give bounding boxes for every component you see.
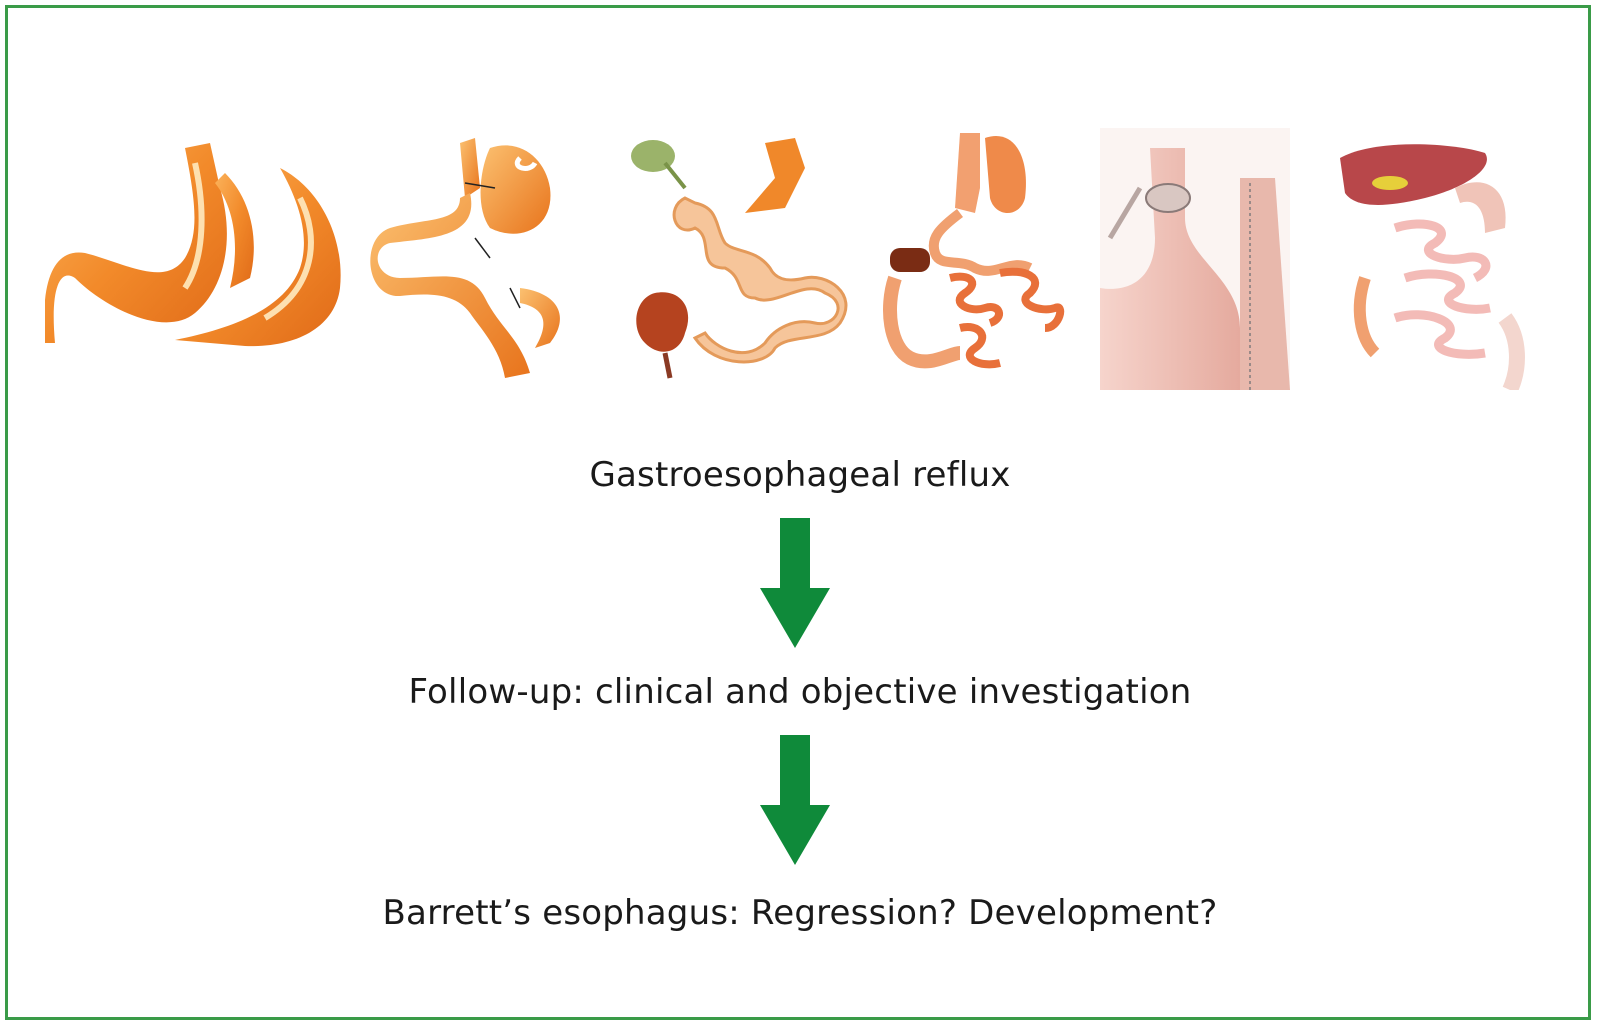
down-arrow-icon xyxy=(760,735,830,865)
duodenal-switch-icon xyxy=(880,128,1070,390)
step-barretts-esophagus: Barrett’s esophagus: Regression? Develop… xyxy=(382,893,1218,933)
mini-gastric-bypass-icon xyxy=(1335,128,1535,390)
gastric-band-icon xyxy=(1100,128,1290,390)
biliopancreatic-diversion-icon xyxy=(625,128,855,390)
sleeve-gastrectomy-icon xyxy=(45,128,345,390)
down-arrow-icon xyxy=(760,518,830,648)
step-gastroesophageal-reflux: Gastroesophageal reflux xyxy=(589,455,1011,495)
gastric-bypass-icon xyxy=(370,128,580,390)
step-follow-up: Follow-up: clinical and objective invest… xyxy=(408,672,1192,712)
